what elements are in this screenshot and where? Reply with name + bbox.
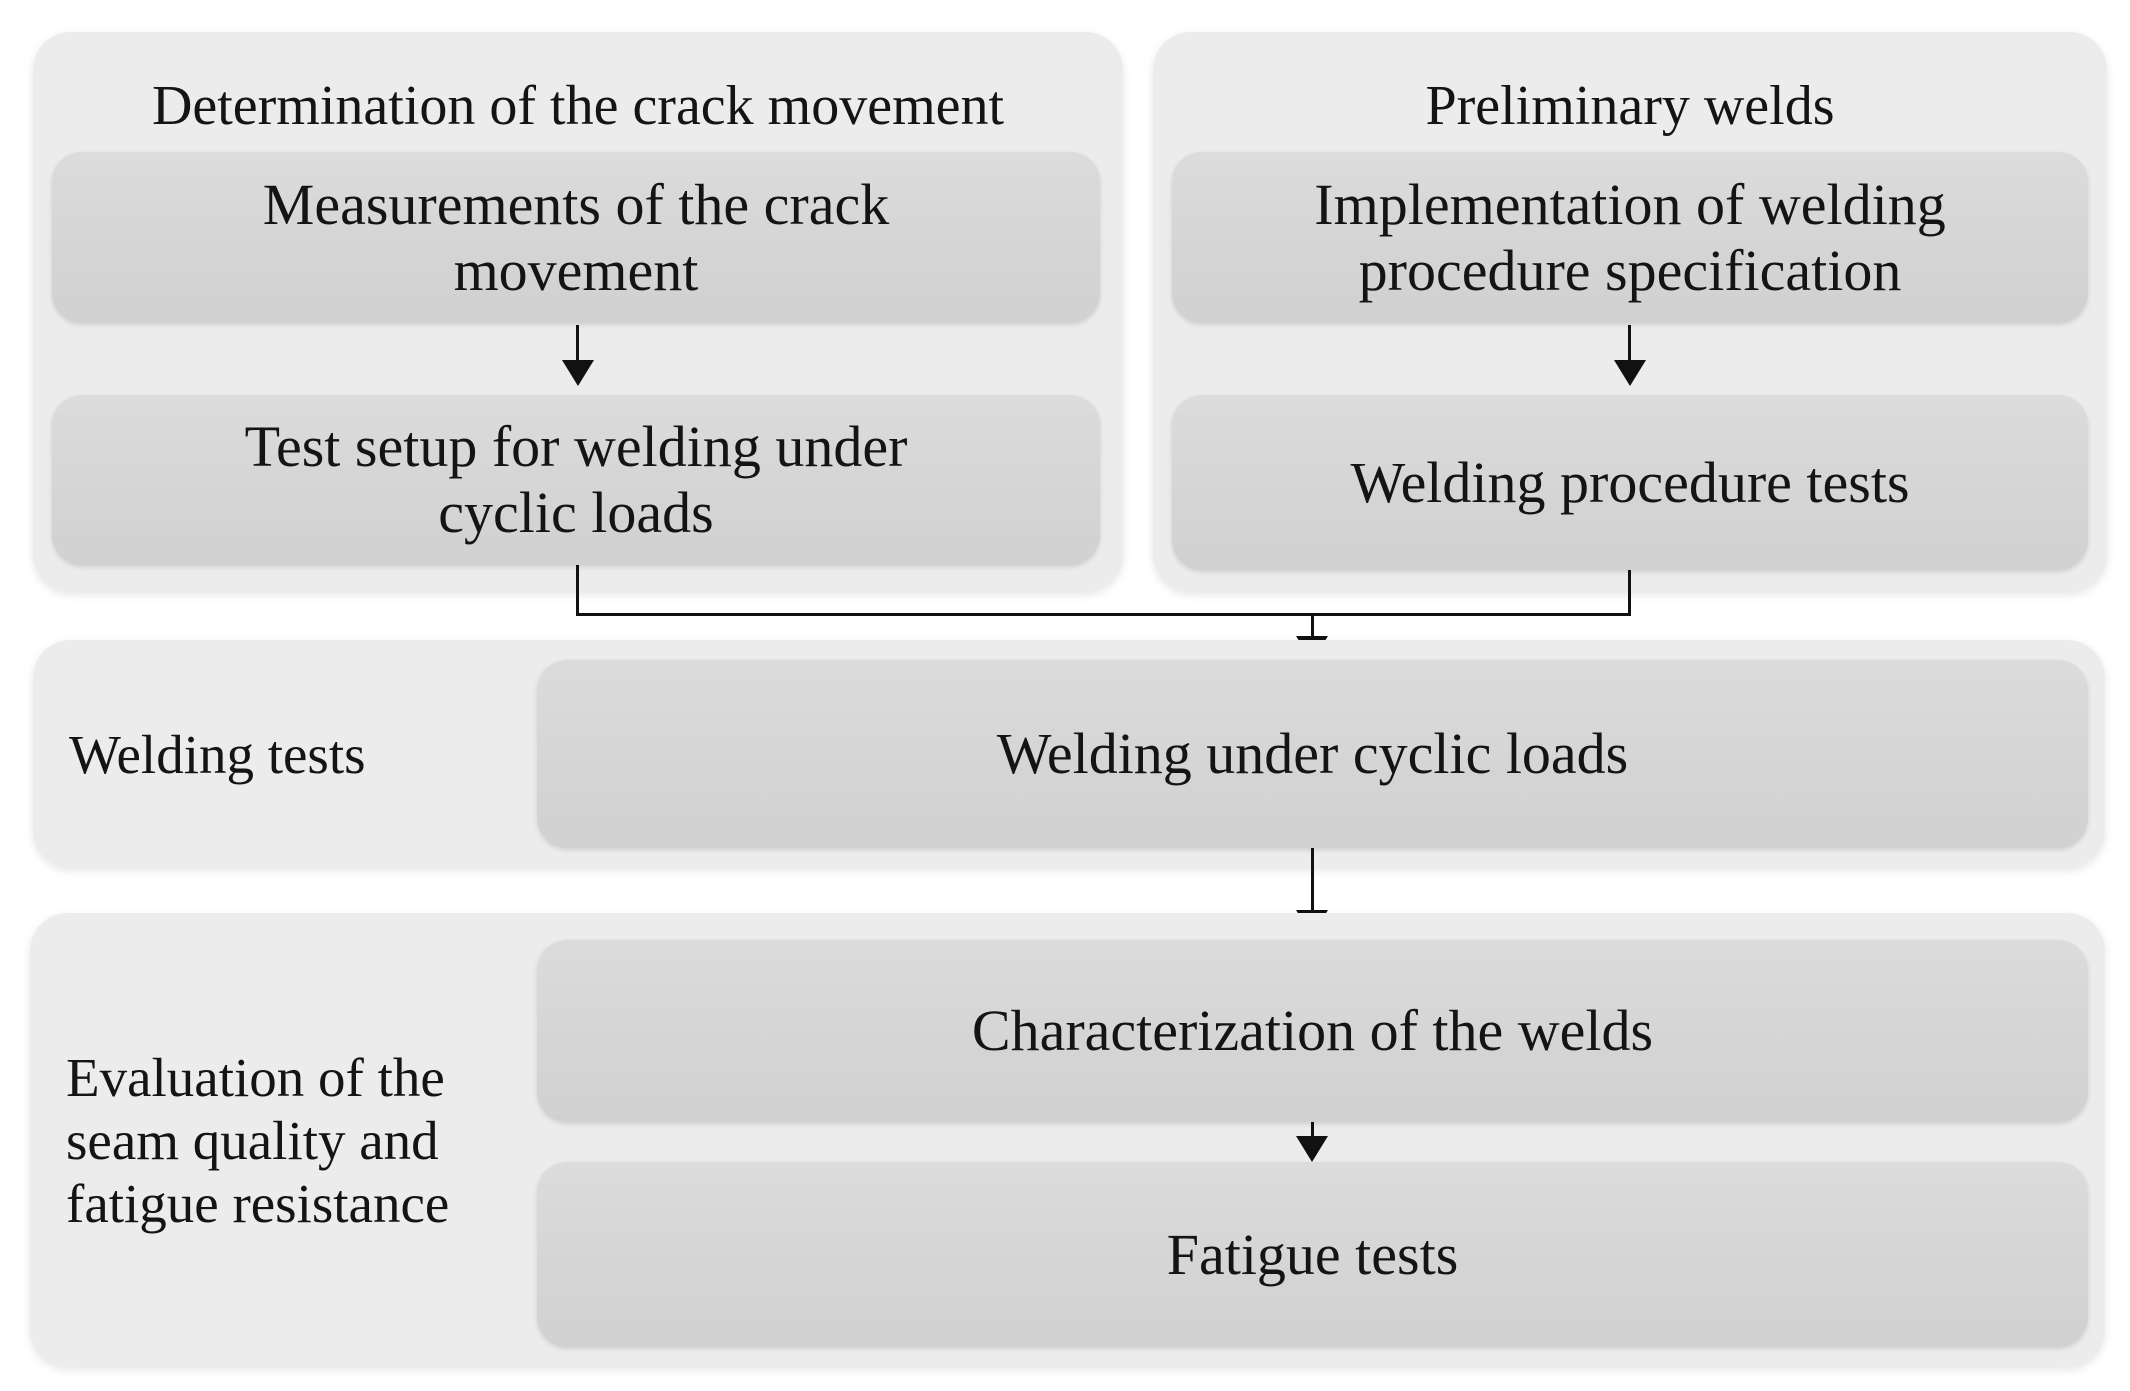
- arrow-cyclic-to-characterization-line: [1311, 848, 1314, 912]
- arrow-down-icon: [1614, 360, 1646, 386]
- group-evaluation-label: Evaluation of the seam quality and fatig…: [66, 1046, 450, 1234]
- box-fatigue-tests: Fatigue tests: [537, 1162, 2088, 1347]
- connector-left-drop-line: [576, 565, 579, 615]
- arrow-characterization-to-fatigue-line: [1311, 1122, 1314, 1138]
- group-welding-tests-label: Welding tests: [69, 723, 366, 785]
- box-procedure-tests: Welding procedure tests: [1172, 395, 2088, 570]
- group-evaluation: Evaluation of the seam quality and fatig…: [30, 913, 2105, 1367]
- box-welding-under-cyclic-loads: Welding under cyclic loads: [537, 660, 2088, 848]
- group-preliminary-welds: Preliminary welds Implementation of weld…: [1153, 32, 2107, 592]
- box-test-setup: Test setup for welding under cyclic load…: [52, 395, 1100, 565]
- connector-merge-horizontal-line: [576, 613, 1631, 616]
- group-crack-determination: Determination of the crack movement Meas…: [33, 32, 1123, 592]
- arrow-down-icon: [1296, 1136, 1328, 1162]
- box-characterization: Characterization of the welds: [537, 940, 2088, 1122]
- arrow-measurements-to-testsetup-line: [576, 325, 579, 363]
- group-preliminary-title: Preliminary welds: [1425, 75, 1835, 137]
- group-crack-title: Determination of the crack movement: [151, 75, 1005, 137]
- box-implementation: Implementation of welding procedure spec…: [1172, 152, 2088, 323]
- connector-right-drop-line: [1628, 570, 1631, 615]
- arrow-implementation-to-proctests-line: [1628, 325, 1631, 363]
- connector-merge-stem-line: [1311, 615, 1314, 639]
- group-welding-tests: Welding tests Welding under cyclic loads: [33, 640, 2105, 868]
- box-measurements: Measurements of the crack movement: [52, 152, 1100, 323]
- arrow-down-icon: [562, 360, 594, 386]
